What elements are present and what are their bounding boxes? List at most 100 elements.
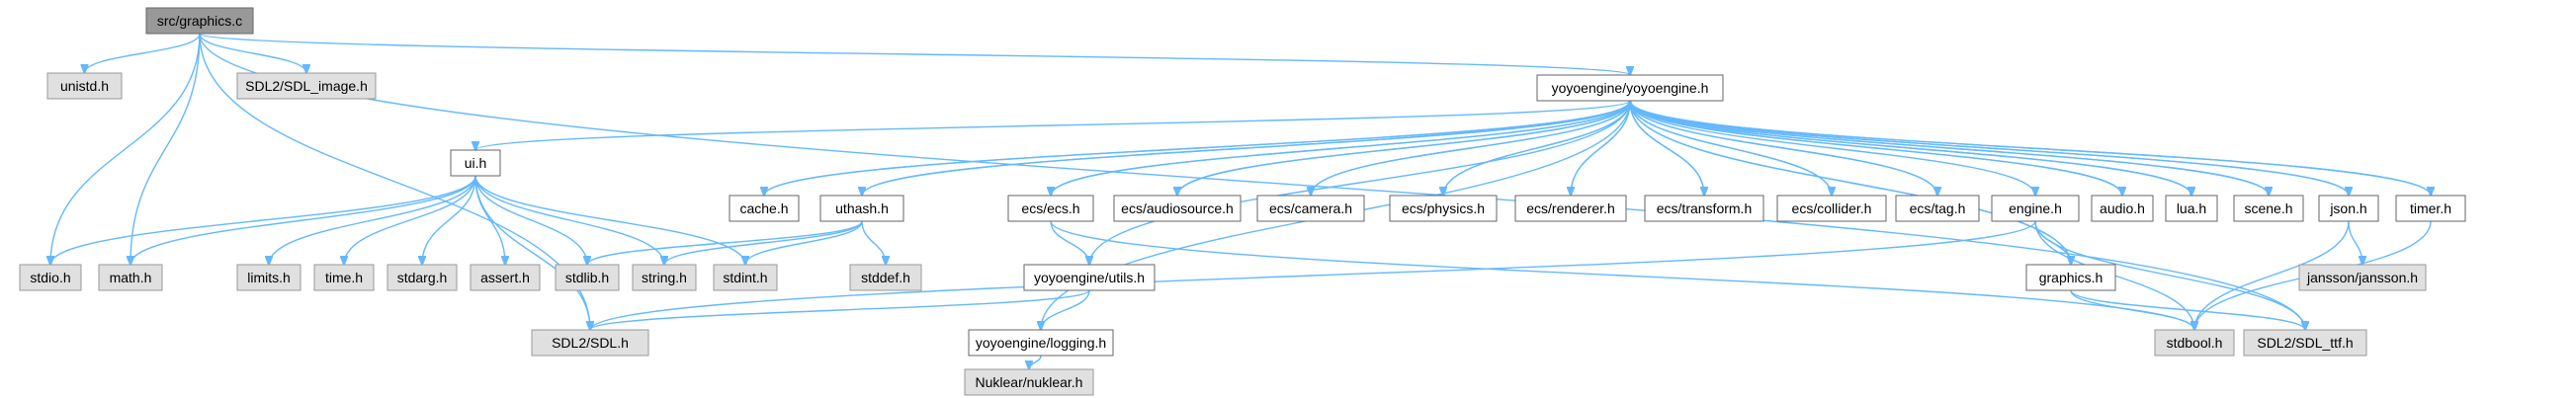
node-box-time — [313, 264, 375, 291]
node-box-engine — [1991, 195, 2080, 222]
node-renderer[interactable]: ecs/renderer.h — [1514, 195, 1627, 222]
node-jansson: jansson/jansson.h — [2298, 264, 2427, 291]
node-limits: limits.h — [236, 264, 301, 291]
edge-uthash-to-stddef — [861, 220, 886, 265]
edge-graphics_c-to-unistd — [85, 33, 201, 73]
node-label-uthash: uthash.h — [835, 200, 889, 216]
node-box-utils — [1023, 264, 1156, 291]
node-box-tag — [1895, 195, 1980, 222]
edge-graphics_h-to-yoyoengine — [1630, 101, 2072, 266]
node-label-sdl_ttf: SDL2/SDL_ttf.h — [2257, 335, 2353, 351]
node-audio[interactable]: audio.h — [2091, 195, 2154, 222]
edge-json-to-stdbool — [2194, 220, 2350, 330]
node-cache[interactable]: cache.h — [729, 195, 800, 222]
node-label-cache: cache.h — [739, 200, 788, 216]
edge-graphics_c-to-sdl_image — [199, 33, 306, 73]
node-box-stdint — [713, 264, 778, 291]
node-label-yoyoengine: yoyoengine/yoyoengine.h — [1552, 80, 1709, 96]
node-box-audio — [2091, 195, 2154, 222]
node-audiosource[interactable]: ecs/audiosource.h — [1113, 195, 1242, 222]
node-graphics_c[interactable]: src/graphics.c — [145, 7, 254, 35]
node-sdl_image: SDL2/SDL_image.h — [236, 72, 377, 100]
node-box-cache — [729, 195, 800, 222]
node-uthash[interactable]: uthash.h — [819, 195, 904, 222]
node-box-scene — [2233, 195, 2304, 222]
node-sdl_ttf: SDL2/SDL_ttf.h — [2243, 329, 2367, 357]
edge-uthash-to-stdint — [745, 220, 863, 265]
node-lua[interactable]: lua.h — [2165, 195, 2218, 222]
edge-engine-to-sdl — [590, 220, 2036, 330]
node-label-logging: yoyoengine/logging.h — [976, 335, 1106, 351]
node-box-sdl_ttf — [2243, 329, 2367, 357]
node-tag[interactable]: ecs/tag.h — [1895, 195, 1980, 222]
node-box-sdl — [531, 329, 649, 357]
edge-ui-to-stdarg — [422, 175, 476, 265]
node-yoyoengine[interactable]: yoyoengine/yoyoengine.h — [1536, 74, 1724, 102]
edge-cache-to-yoyoengine — [763, 101, 1630, 197]
node-label-lua: lua.h — [2177, 200, 2206, 216]
node-box-jansson — [2298, 264, 2427, 291]
edge-ui-to-sdl — [474, 175, 590, 330]
node-label-stdint: stdint.h — [723, 270, 767, 285]
edge-ecs-to-utils — [1050, 220, 1089, 265]
edge-ecs-to-stdbool — [1050, 220, 2194, 330]
node-label-graphics_c: src/graphics.c — [157, 13, 242, 29]
node-box-unistd — [46, 72, 123, 100]
node-utils[interactable]: yoyoengine/utils.h — [1023, 264, 1156, 291]
node-box-stdlib — [555, 264, 620, 291]
node-collider[interactable]: ecs/collider.h — [1776, 195, 1887, 222]
edge-physics-to-yoyoengine — [1442, 101, 1630, 197]
edge-lua-to-yoyoengine — [1630, 101, 2192, 197]
edge-yoyoengine-to-utils — [1089, 100, 1631, 265]
node-math: math.h — [98, 264, 163, 291]
node-nuklear: Nuklear/nuklear.h — [964, 368, 1094, 396]
node-box-limits — [236, 264, 301, 291]
node-label-audiosource: ecs/audiosource.h — [1121, 200, 1234, 216]
edge-ecs-to-yoyoengine — [1050, 101, 1630, 197]
node-box-stdbool — [2154, 329, 2235, 357]
edge-ui-to-stdlib — [474, 175, 587, 265]
node-label-stdlib: stdlib.h — [565, 270, 609, 285]
node-physics[interactable]: ecs/physics.h — [1389, 195, 1498, 222]
node-transform[interactable]: ecs/transform.h — [1644, 195, 1764, 222]
node-string: string.h — [632, 264, 697, 291]
node-timer[interactable]: timer.h — [2395, 195, 2466, 222]
node-label-stdarg: stdarg.h — [397, 270, 448, 285]
node-box-stddef — [849, 264, 922, 291]
node-label-stdio: stdio.h — [30, 270, 70, 285]
node-label-math: math.h — [110, 270, 152, 285]
node-unistd: unistd.h — [46, 72, 123, 100]
node-box-renderer — [1514, 195, 1627, 222]
node-box-uthash — [819, 195, 904, 222]
node-camera[interactable]: ecs/camera.h — [1256, 195, 1365, 222]
node-engine[interactable]: engine.h — [1991, 195, 2080, 222]
node-box-ecs — [1007, 195, 1094, 222]
edge-ui-to-limits — [269, 175, 476, 265]
edge-yoyoengine-to-engine — [1629, 100, 2035, 196]
node-logging[interactable]: yoyoengine/logging.h — [968, 329, 1114, 357]
node-box-nuklear — [964, 368, 1094, 396]
node-label-physics: ecs/physics.h — [1402, 200, 1485, 216]
edge-ui-to-stdint — [474, 175, 745, 265]
node-label-engine: engine.h — [2009, 200, 2062, 216]
node-box-ui — [450, 149, 501, 177]
edge-graphics_c-to-stdio — [50, 33, 201, 265]
node-json[interactable]: json.h — [2318, 195, 2379, 222]
node-scene[interactable]: scene.h — [2233, 195, 2304, 222]
node-ui[interactable]: ui.h — [450, 149, 501, 177]
edge-yoyoengine-to-ui — [475, 100, 1631, 150]
node-graphics_h[interactable]: graphics.h — [2025, 264, 2116, 291]
node-box-graphics_c — [145, 7, 254, 35]
node-time: time.h — [313, 264, 375, 291]
node-assert: assert.h — [470, 264, 541, 291]
edge-logging-to-nuklear — [1029, 355, 1042, 369]
edge-utils-to-sdl — [590, 289, 1090, 330]
node-ecs[interactable]: ecs/ecs.h — [1007, 195, 1094, 222]
node-label-sdl_image: SDL2/SDL_image.h — [245, 78, 368, 94]
node-box-logging — [968, 329, 1114, 357]
node-stddef: stddef.h — [849, 264, 922, 291]
edges-layer — [50, 33, 2431, 369]
edge-tag-to-yoyoengine — [1630, 101, 1938, 197]
